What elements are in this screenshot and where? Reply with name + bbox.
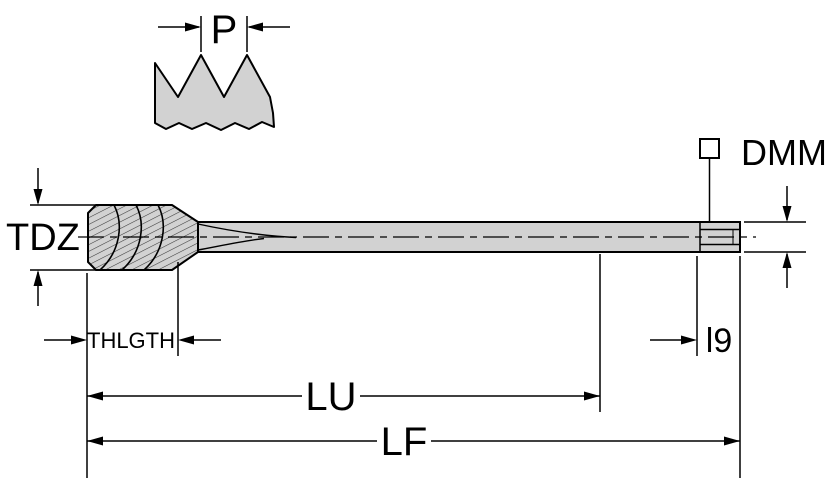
arrowhead-right — [71, 335, 87, 345]
thread-profile-detail — [154, 54, 275, 131]
pitch-label: P — [211, 8, 238, 52]
thread-diameter-label: TDZ — [6, 217, 80, 259]
square-drive-symbol — [699, 138, 720, 159]
arrowhead-right — [185, 22, 201, 32]
tdz-dimension: TDZ — [6, 168, 96, 306]
spiral-flute-line — [99, 205, 121, 270]
overall-length-label: LF — [381, 420, 428, 464]
flute-runout-line — [197, 237, 265, 251]
flute-runout-line — [197, 223, 297, 239]
arrowhead-up — [782, 252, 792, 268]
arrowhead-right — [681, 335, 697, 345]
spiral-flute-line — [143, 205, 165, 270]
thread-length-label: THLGTH — [87, 328, 175, 353]
thread-section-outline — [87, 204, 199, 271]
pitch-dimension: P — [158, 8, 290, 52]
square-length-label: l9 — [706, 322, 732, 360]
arrowhead-right — [584, 391, 600, 401]
arrowhead-left — [87, 391, 103, 401]
l9-dimension: l9 — [650, 256, 732, 360]
arrowhead-left — [247, 22, 263, 32]
arrowhead-up — [33, 270, 43, 286]
shank — [195, 221, 741, 253]
shank-diameter-label: DMM — [741, 132, 827, 173]
thread-section — [87, 204, 199, 271]
spiral-flute-line — [121, 205, 143, 270]
lu-dimension: LU — [87, 254, 601, 419]
arrowhead-down — [33, 189, 43, 205]
lf-dimension: LF — [86, 256, 741, 478]
dmm-dimension: DMM — [699, 132, 827, 288]
thread-profile-shape — [154, 54, 275, 131]
arrowhead-down — [782, 206, 792, 222]
arrowhead-left — [87, 436, 103, 446]
arrowhead-left — [178, 335, 194, 345]
tap-body — [78, 204, 756, 271]
arrowhead-right — [724, 436, 740, 446]
usable-length-label: LU — [305, 375, 356, 419]
thlgth-dimension: THLGTH — [44, 262, 221, 356]
